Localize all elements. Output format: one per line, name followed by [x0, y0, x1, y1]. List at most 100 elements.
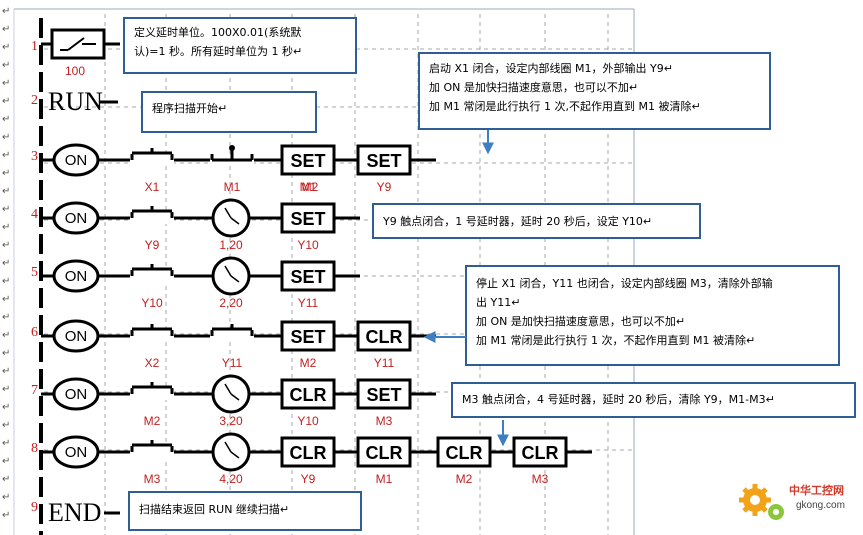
paragraph-mark: ↵: [2, 78, 10, 89]
contact-label: X2: [145, 356, 160, 370]
set-output-box: [280, 144, 336, 176]
paragraph-mark: ↵: [2, 366, 10, 377]
on-contact: [52, 319, 100, 353]
note-text: 启动 X1 闭合，设定内部线圈 M1，外部输出 Y9↵: [429, 61, 673, 75]
timer-label: 2,20: [219, 296, 243, 310]
callout-arrows: [423, 130, 509, 447]
paragraph-mark: ↵: [2, 420, 10, 431]
note-text: 扫描结束返回 RUN 继续扫描↵: [139, 502, 289, 516]
paragraph-mark: ↵: [2, 330, 10, 341]
paragraph-mark: ↵: [2, 132, 10, 143]
paragraph-mark: ↵: [2, 96, 10, 107]
paragraph-mark: ↵: [2, 24, 10, 35]
contact-label: Y9: [145, 238, 160, 252]
rung-number: 2: [31, 93, 38, 108]
output-label: Y10: [297, 238, 319, 252]
rung-5: ON Y10 2,20 SET Y11: [41, 256, 360, 310]
paragraph-mark: ↵: [2, 204, 10, 215]
rung-number: 7: [31, 383, 38, 398]
output-label: Y10: [297, 414, 319, 428]
paragraph-mark: ↵: [2, 438, 10, 449]
paragraph-mark: ↵: [2, 384, 10, 395]
clr-output-box: [436, 436, 492, 468]
set-output-text: SET: [290, 267, 325, 287]
clr-output-text: CLR: [366, 443, 403, 463]
paragraph-mark: ↵: [2, 150, 10, 161]
output-label: M3: [376, 414, 393, 428]
on-contact: [52, 201, 100, 235]
contact-label: Y11: [222, 356, 243, 370]
contact-label: X1: [145, 180, 160, 194]
contact-label: M3: [144, 472, 161, 486]
set-output-text: SET: [366, 385, 401, 405]
paragraph-mark: ↵: [2, 312, 10, 323]
output-label: Y11: [298, 296, 319, 310]
note-box: [372, 203, 701, 239]
timer-label: 4,20: [219, 472, 243, 486]
set-output-box: [356, 378, 412, 410]
contact-label: M1: [224, 180, 241, 194]
paragraph-mark: ↵: [2, 114, 10, 125]
paragraph-mark: ↵: [2, 510, 10, 521]
rung-4: ON Y9 1,20 SET Y10: [41, 198, 360, 252]
note-text: 停止 X1 闭合，Y11 也闭合，设定内部线圈 M3，清除外部输: [476, 276, 773, 290]
note-text: 认)=1 秒。所有延时单位为 1 秒↵: [134, 44, 302, 58]
contact-gap: [130, 388, 174, 400]
paragraph-mark: ↵: [2, 42, 10, 53]
note-box: [123, 17, 357, 74]
contact-label: M2: [302, 180, 319, 194]
contact-gap: [130, 330, 174, 342]
output-label: Y9: [377, 180, 392, 194]
nc-contact-dot: [229, 145, 235, 151]
contact-gap: [130, 212, 174, 224]
clock-hand: [230, 393, 240, 401]
paragraph-mark: ↵: [2, 60, 10, 71]
on-label: ON: [65, 268, 88, 285]
rung1-timer-unit: [41, 28, 120, 60]
clr-output-text: CLR: [290, 385, 327, 405]
set-output-box: [280, 320, 336, 352]
on-contact: [52, 259, 100, 293]
on-label: ON: [65, 444, 88, 461]
clr-output-box: [356, 320, 412, 352]
note-text: Y9 触点闭合，1 号延时器，延时 20 秒后，设定 Y10↵: [382, 214, 652, 228]
clr-output-box: [280, 436, 336, 468]
watermark-logo: 中华工控网 gkong.com: [739, 483, 845, 520]
paragraph-mark: ↵: [2, 258, 10, 269]
set-output-text: SET: [290, 151, 325, 171]
note-box: [418, 52, 771, 130]
output-label: M2: [300, 356, 317, 370]
on-label: ON: [65, 386, 88, 403]
timer-label: 1,20: [219, 238, 243, 252]
clock-hand: [224, 383, 232, 395]
set-output-text: SET: [290, 209, 325, 229]
paragraph-mark: ↵: [2, 276, 10, 287]
output-label: M2: [456, 472, 473, 486]
paragraph-mark: ↵: [2, 168, 10, 179]
clr-output-box: [512, 436, 568, 468]
rung-number: 5: [31, 265, 38, 280]
on-contact: [52, 435, 100, 469]
note-text: 加 M1 常闭是此行执行 1 次，不起作用直到 M1 被清除↵: [476, 333, 755, 347]
paragraph-marks: ↵↵↵↵↵↵↵↵↵↵↵↵↵↵↵↵↵↵↵↵↵↵↵↵↵↵↵↵↵: [2, 6, 10, 521]
contact-label: Y10: [141, 296, 163, 310]
paragraph-mark: ↵: [2, 186, 10, 197]
clock-hand: [224, 265, 232, 277]
set-output-box: [356, 144, 412, 176]
rung-number: 6: [31, 325, 38, 340]
note-text: 程序扫描开始↵: [152, 101, 227, 115]
contact-gap: [130, 446, 174, 458]
note-box: [141, 91, 317, 133]
timer-label: 3,20: [219, 414, 243, 428]
on-label: ON: [65, 210, 88, 227]
paragraph-mark: ↵: [2, 492, 10, 503]
rung-number: 3: [31, 149, 38, 164]
set-output-box: [280, 260, 336, 292]
paragraph-mark: ↵: [2, 456, 10, 467]
